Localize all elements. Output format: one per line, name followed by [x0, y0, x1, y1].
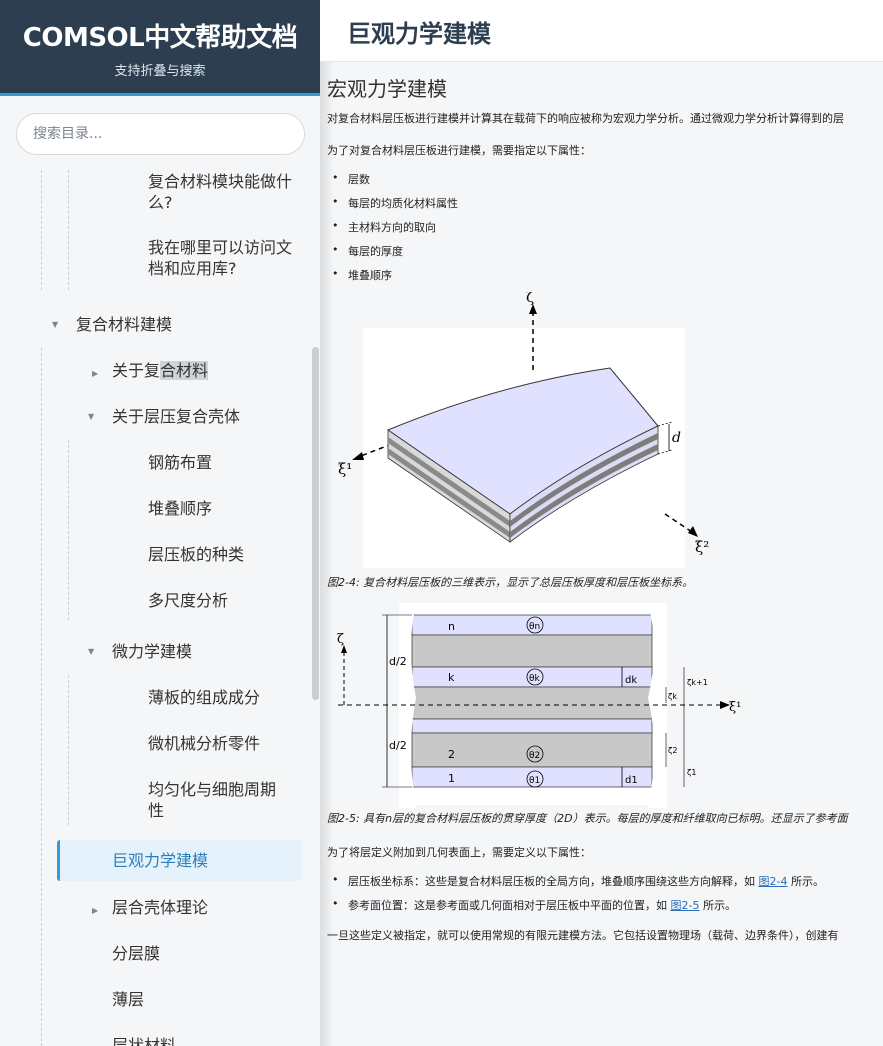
theta-n-label: θn	[529, 622, 540, 632]
tree-guide-line	[68, 675, 69, 825]
nav-item-multiscale[interactable]: 多尺度分析	[148, 591, 229, 610]
zeta-axis-label: ζ	[337, 632, 344, 647]
nav-item-thin-layer[interactable]: 薄层	[112, 990, 145, 1009]
conclusion-paragraph: 一旦这些定义被指定，就可以使用常规的有限元建模方法。它包括设置物理场（载荷、边界…	[327, 929, 839, 942]
layer-1-label: 1	[448, 772, 455, 785]
nav-item-layered-shell-theory[interactable]: 层合壳体理论	[112, 898, 209, 917]
nav-item-laminate-types[interactable]: 层压板的种类	[148, 545, 245, 564]
figure-2-4-link[interactable]: 图2-4	[758, 875, 788, 888]
nav-item-composite-modeling[interactable]: 复合材料建模	[76, 315, 173, 334]
tree-guide-line	[68, 170, 69, 290]
nav-item-rebar[interactable]: 钢筋布置	[148, 453, 213, 472]
sidebar-scrollbar[interactable]	[312, 347, 319, 700]
site-subtitle: 支持折叠与搜索	[114, 64, 206, 79]
layer-k-label: k	[448, 671, 455, 684]
tree-guide-line	[41, 170, 42, 290]
figure-2-5-caption: 图2-5: 具有n层的复合材料层压板的贯穿厚度（2D）表示。每层的厚度和纤维取向…	[327, 812, 848, 825]
nav-item-lamina-constituents[interactable]: 薄板的组成成分	[148, 688, 261, 707]
layer-2-label: 2	[448, 748, 455, 761]
half-thickness-label: d/2	[389, 655, 407, 668]
article-content: 宏观力学建模 对复合材料层压板进行建模并计算其在载荷下的响应被称为宏观力学分析。…	[320, 62, 883, 1046]
attach-intro: 为了将层定义附加到几何表面上，需要定义以下属性：	[327, 846, 591, 859]
zeta-k1-label: ζk+1	[687, 678, 708, 687]
about-composites-label: 关于复	[112, 361, 161, 380]
property-item: 层数	[332, 171, 370, 187]
dk-label: dk	[625, 675, 637, 686]
article-heading: 宏观力学建模	[327, 77, 447, 101]
nav-item-what-can-do[interactable]: 复合材料模块能做什么?	[148, 172, 293, 212]
nav-item-macromechanics-active[interactable]: 巨观力学建模	[57, 840, 302, 881]
sidebar-header: COMSOL中文帮助文档 支持折叠与搜索	[0, 0, 320, 96]
theta-k-label: θk	[529, 674, 541, 684]
expand-arrow-icon[interactable]: ▼	[88, 647, 95, 656]
figure-laminate-3d-drawing: ζ ξ¹ ξ² d	[338, 292, 709, 556]
attach-item: 层压板坐标系：这些是复合材料层压板的全局方向，堆叠顺序围绕这些方向解释，如 图2…	[332, 873, 824, 889]
properties-intro: 为了对复合材料层压板进行建模，需要指定以下属性：	[327, 144, 591, 157]
theta-1-label: θ1	[529, 776, 540, 786]
nav-item-layered-material[interactable]: 层状材料	[112, 1036, 177, 1046]
half-thickness-label: d/2	[389, 739, 407, 752]
collapsed-arrow-icon[interactable]: ▶	[92, 369, 99, 378]
nav-item-micromechanics[interactable]: 微力学建模	[112, 642, 193, 661]
property-item: 每层的厚度	[332, 243, 403, 259]
zeta-2-label: ζ2	[668, 746, 677, 755]
zeta-1-label: ζ1	[687, 768, 696, 777]
thickness-label: d	[672, 430, 681, 446]
nav-item-where-docs[interactable]: 我在哪里可以访问文档和应用库?	[148, 238, 293, 278]
property-item: 每层的均质化材料属性	[332, 195, 458, 211]
tree-guide-line	[68, 440, 69, 620]
collapsed-arrow-icon[interactable]: ▶	[92, 906, 99, 915]
layer-n-label: n	[448, 620, 455, 633]
property-item: 主材料方向的取向	[332, 219, 436, 235]
expand-arrow-icon[interactable]: ▼	[52, 320, 59, 329]
attach-item: 参考面位置：这是参考面或几何面相对于层压板中平面的位置，如 图2-5 所示。	[332, 897, 736, 913]
figure-2-5-link[interactable]: 图2-5	[670, 899, 700, 912]
page-title: 巨观力学建模	[347, 20, 491, 48]
nav-item-about-laminated-shell[interactable]: 关于层压复合壳体	[112, 407, 241, 426]
toc-search-input[interactable]	[16, 113, 305, 155]
xi1-axis-label: ξ¹	[338, 460, 352, 478]
intro-paragraph: 对复合材料层压板进行建模并计算其在载荷下的响应被称为宏观力学分析。通过微观力学分…	[327, 112, 844, 125]
tree-guide-line	[41, 348, 42, 1046]
nav-item-homogenization[interactable]: 均匀化与细胞周期性	[148, 780, 277, 820]
main-header: 巨观力学建模	[320, 0, 883, 62]
search-area	[0, 96, 320, 170]
xi2-axis-label: ξ²	[695, 538, 709, 556]
nav-item-stacking[interactable]: 堆叠顺序	[148, 499, 213, 518]
sidebar-shadow	[320, 0, 334, 1046]
search-highlight: 合材料	[160, 361, 209, 380]
figure-laminate-2d-drawing: n θn k θk 2 θ2 1 θ1 d/2 d/2 ζ ξ¹ dk d1 ζ…	[337, 603, 741, 808]
expand-arrow-icon[interactable]: ▼	[88, 412, 95, 421]
d1-label: d1	[625, 775, 638, 786]
nav-item-micromechanical-parts[interactable]: 微机械分析零件	[148, 734, 261, 753]
nav-item-layered-membrane[interactable]: 分层膜	[112, 944, 161, 963]
property-item: 堆叠顺序	[332, 267, 392, 283]
theta-2-label: θ2	[529, 751, 540, 761]
figure-2-4-caption: 图2-4: 复合材料层压板的三维表示，显示了总层压板厚度和层压板坐标系。	[327, 576, 694, 589]
xi1-axis-label: ξ¹	[729, 700, 741, 715]
sidebar: COMSOL中文帮助文档 支持折叠与搜索 复合材料模块能做什么? 我在哪里可以访…	[0, 0, 320, 1046]
nav-item-about-composites[interactable]: 关于复合材料	[112, 360, 209, 381]
nav-item-label: 巨观力学建模	[112, 851, 209, 870]
zeta-axis-label: ζ	[526, 292, 534, 306]
site-title: COMSOL中文帮助文档	[22, 23, 298, 53]
zeta-k-label: ζk	[668, 692, 677, 701]
